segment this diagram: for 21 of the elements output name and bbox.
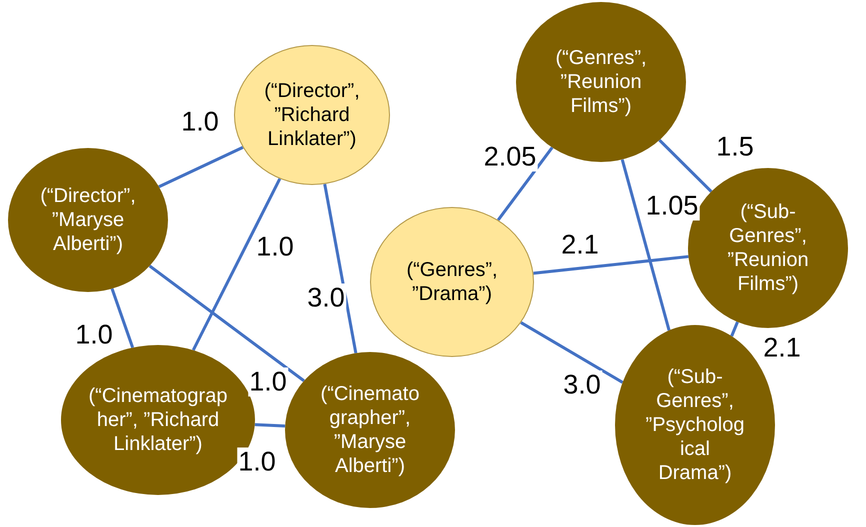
connector-line (158, 146, 244, 188)
node-label: (“Sub-Genres”, ”Reunion Films”) (726, 200, 810, 296)
connector-line (620, 159, 671, 331)
connector-line (323, 184, 358, 354)
connector-line (533, 255, 689, 275)
node-label: (“Sub-Genres”, ”Psychological Drama”) (645, 365, 745, 485)
node-label: (“Director”, ”Maryse Alberti”) (39, 184, 137, 256)
connector-line (192, 178, 282, 351)
edge-label: 1.0 (248, 368, 288, 396)
connector-line (496, 146, 554, 221)
connector-line (658, 139, 712, 193)
connector-line (254, 423, 286, 428)
connector-line (520, 321, 624, 384)
node-label: (“Cinematographer”, ”Richard Linklater”) (88, 384, 228, 456)
node-label: (“Director”, ”Richard Linklater”) (263, 79, 361, 151)
node-label: (“Genres”, ”Drama”) (405, 258, 499, 306)
connector-line (148, 264, 305, 382)
connector-line (110, 288, 134, 348)
connector-line (730, 321, 739, 337)
node-label: (“Genres”, ”Reunion Films”) (554, 46, 648, 118)
node-label: (“Cinematographer”, ”Maryse Alberti”) (320, 382, 420, 478)
